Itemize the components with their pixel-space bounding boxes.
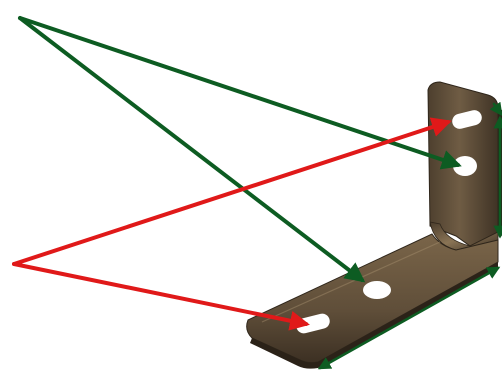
upper-slot-hole [452, 110, 482, 129]
dimension-line-base-length [317, 266, 501, 370]
bracket [246, 81, 502, 369]
red-arrow-to-upper-slot-hole [12, 117, 452, 266]
slot-hole-arrows [12, 117, 452, 331]
dimension-line-flange-top [489, 101, 502, 117]
green-arrow-to-base-round-hole [18, 16, 366, 283]
base-round-hole [363, 281, 391, 299]
dimension-lines [317, 101, 502, 370]
green-arrow-to-upper-round-hole [18, 16, 462, 170]
round-hole-arrows [18, 16, 462, 283]
red-arrow-to-base-slot-hole [12, 262, 310, 331]
